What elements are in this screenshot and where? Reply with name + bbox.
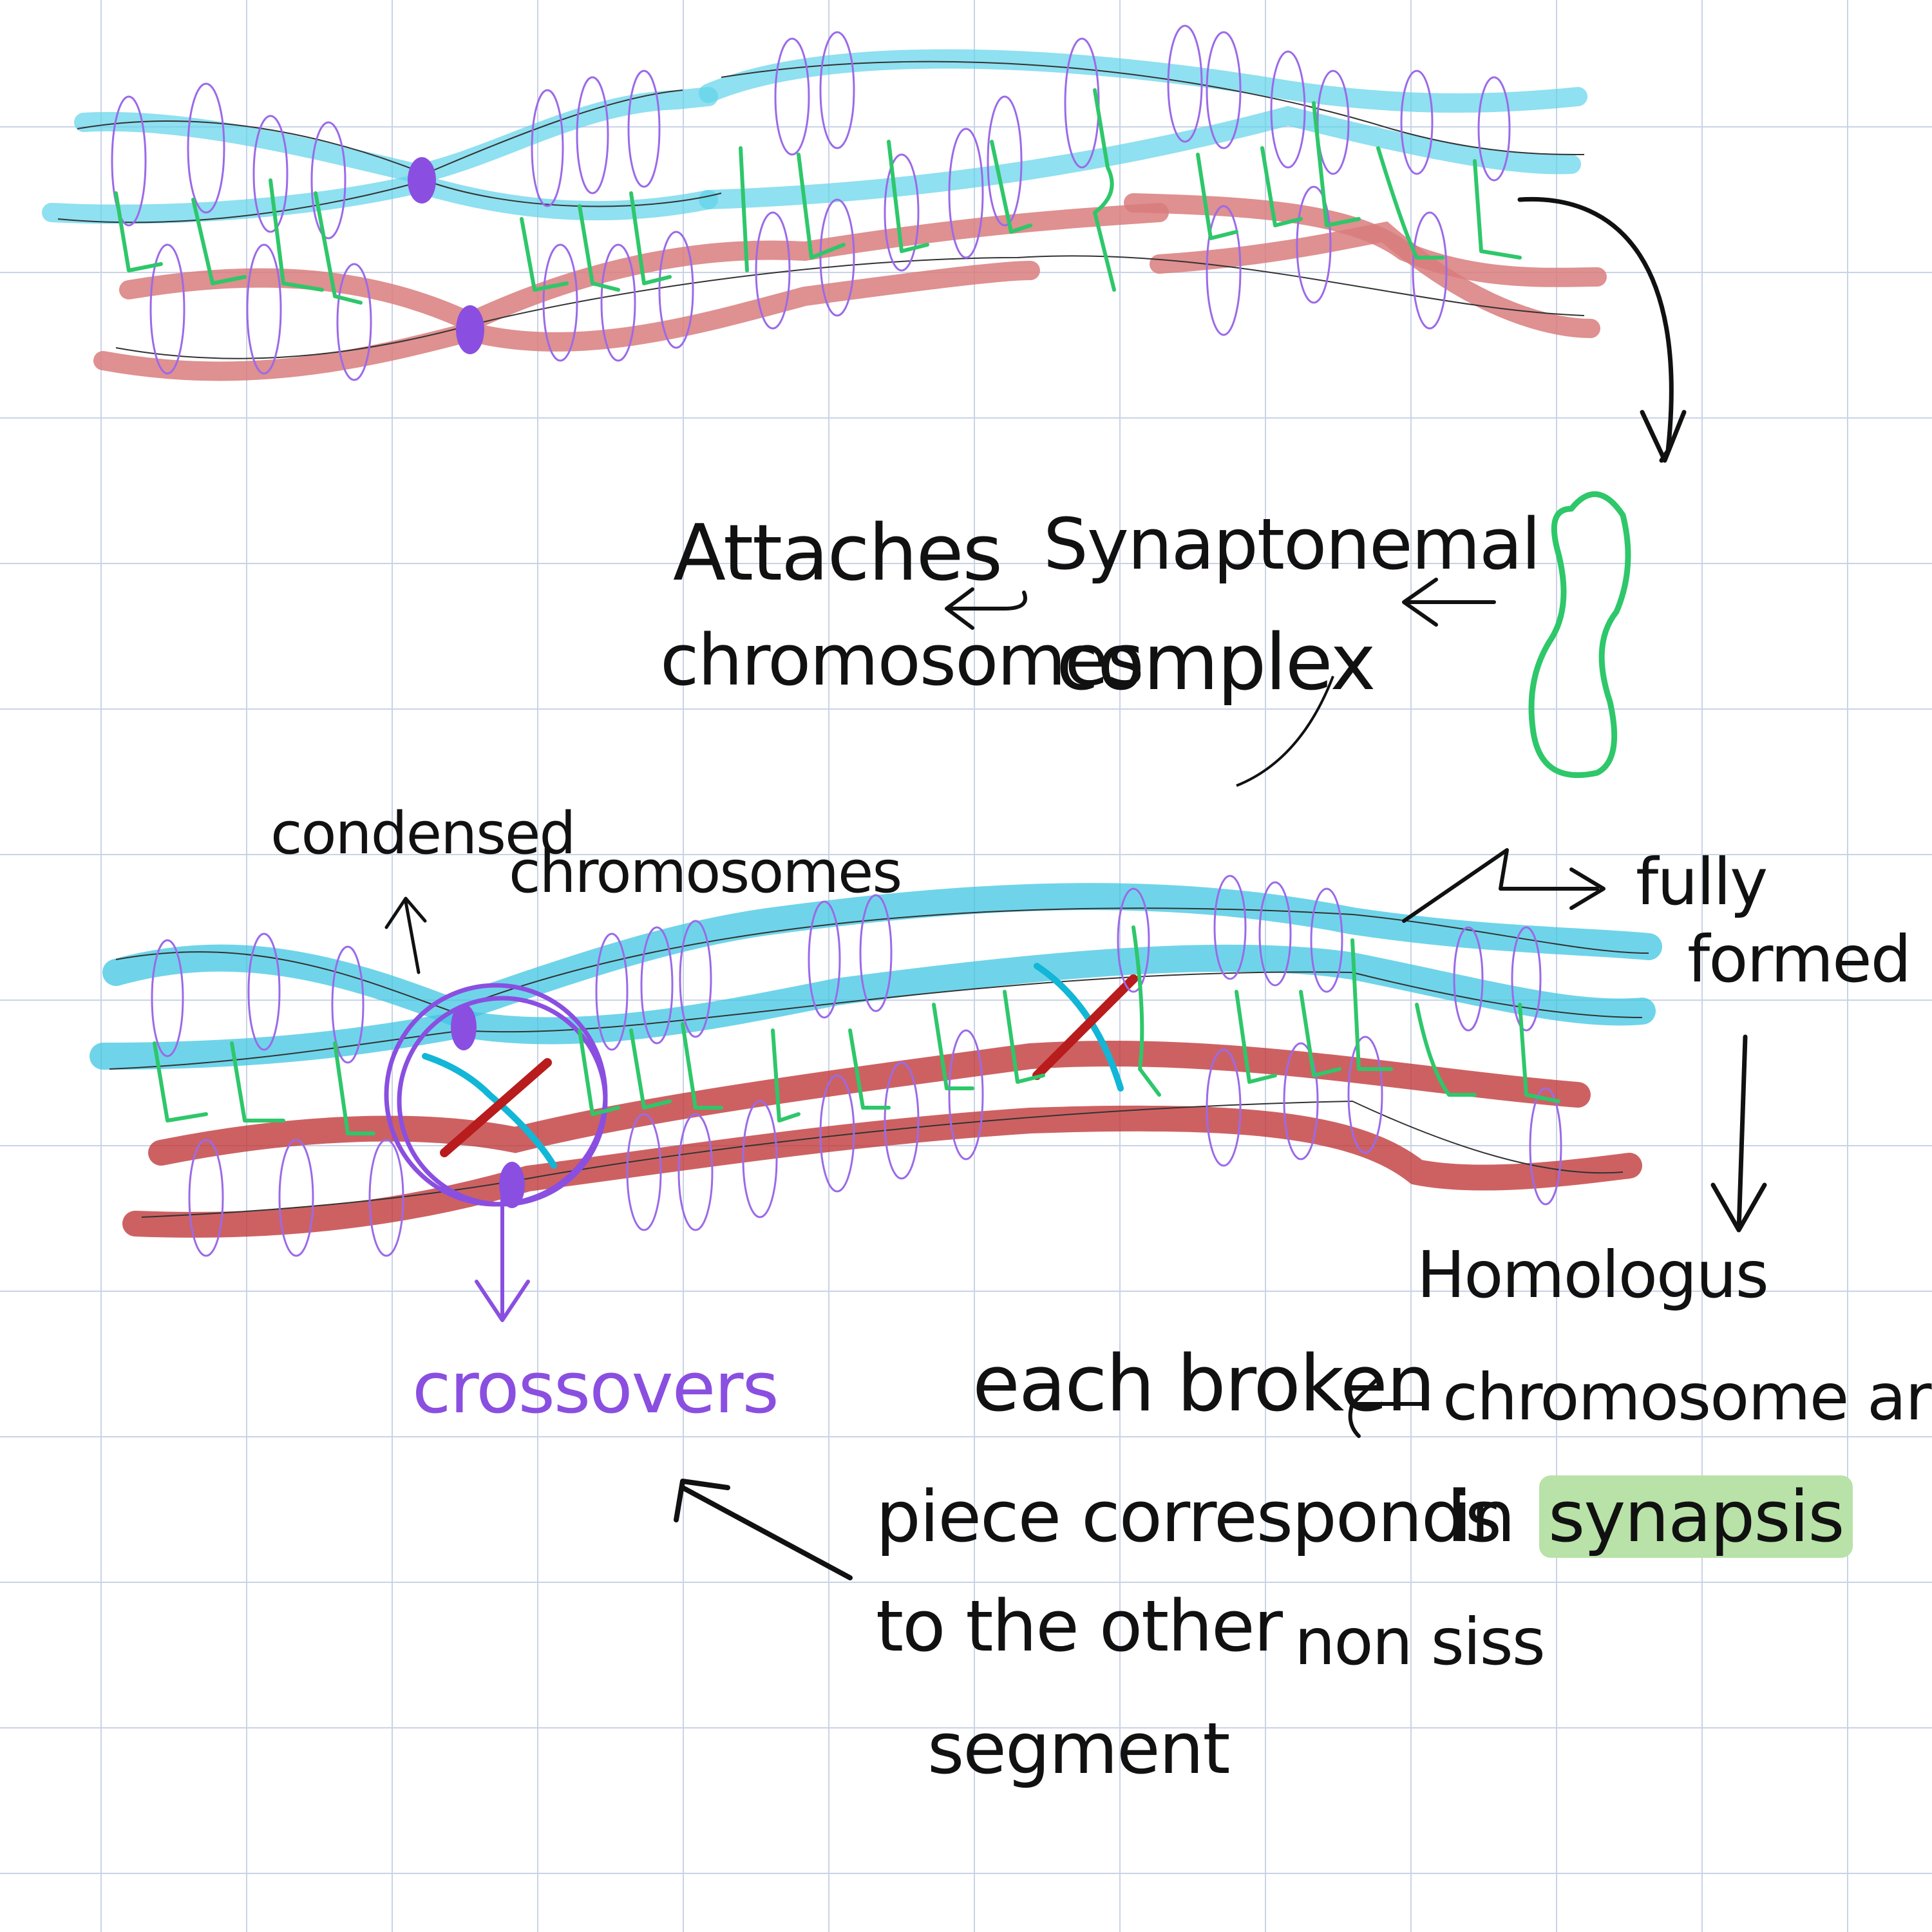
top-blue-chromatid-2 <box>52 184 708 214</box>
top-homologous-pair <box>52 26 1597 380</box>
label-piece-corresponds: piece corresponds <box>876 1481 1501 1552</box>
arrow-fully-formed-to-homologus <box>1713 1037 1765 1230</box>
arrow-to-condensed-chromosomes <box>386 898 425 972</box>
arrow-piece-to-crossovers <box>676 1481 850 1578</box>
arrow-symbol-to-synaptonemal <box>1404 580 1494 625</box>
top-blue-chromatid-4 <box>708 116 1571 200</box>
synaptonemal-symbol <box>1531 494 1628 775</box>
label-chromosomes-2: chromosomes <box>509 844 901 902</box>
top-blue-chromatid-3 <box>708 59 1578 103</box>
label-formed: formed <box>1687 927 1910 992</box>
label-homologus: Homologus <box>1417 1243 1768 1307</box>
crossover-2-blue <box>1037 966 1121 1088</box>
arrow-top-to-symbol-head <box>1642 412 1684 460</box>
label-non-siss: non siss <box>1294 1610 1544 1674</box>
label-crossovers: crossovers <box>412 1352 778 1423</box>
label-segment: segment <box>927 1713 1229 1784</box>
arrow-circle-to-crossovers <box>477 1198 528 1320</box>
label-chromosome-are: chromosome are <box>1443 1365 1932 1430</box>
label-complex: complex <box>1056 625 1375 702</box>
arrow-bottom-to-fully-formed <box>1404 850 1604 921</box>
top-centromere-red <box>456 305 484 354</box>
top-centromere-blue <box>408 157 436 204</box>
label-synaptonemal: Synaptonemal <box>1043 509 1540 580</box>
label-attaches: Attaches <box>673 515 1001 592</box>
label-to-the-other: to the other <box>876 1591 1282 1662</box>
synapsis-highlight: synapsis <box>1539 1475 1853 1558</box>
label-each-broken: each broken <box>972 1346 1434 1423</box>
label-in: in <box>1452 1481 1514 1552</box>
top-outline-4 <box>116 256 1584 358</box>
label-fully: fully <box>1636 850 1766 914</box>
label-synapsis: synapsis <box>1539 1481 1853 1552</box>
